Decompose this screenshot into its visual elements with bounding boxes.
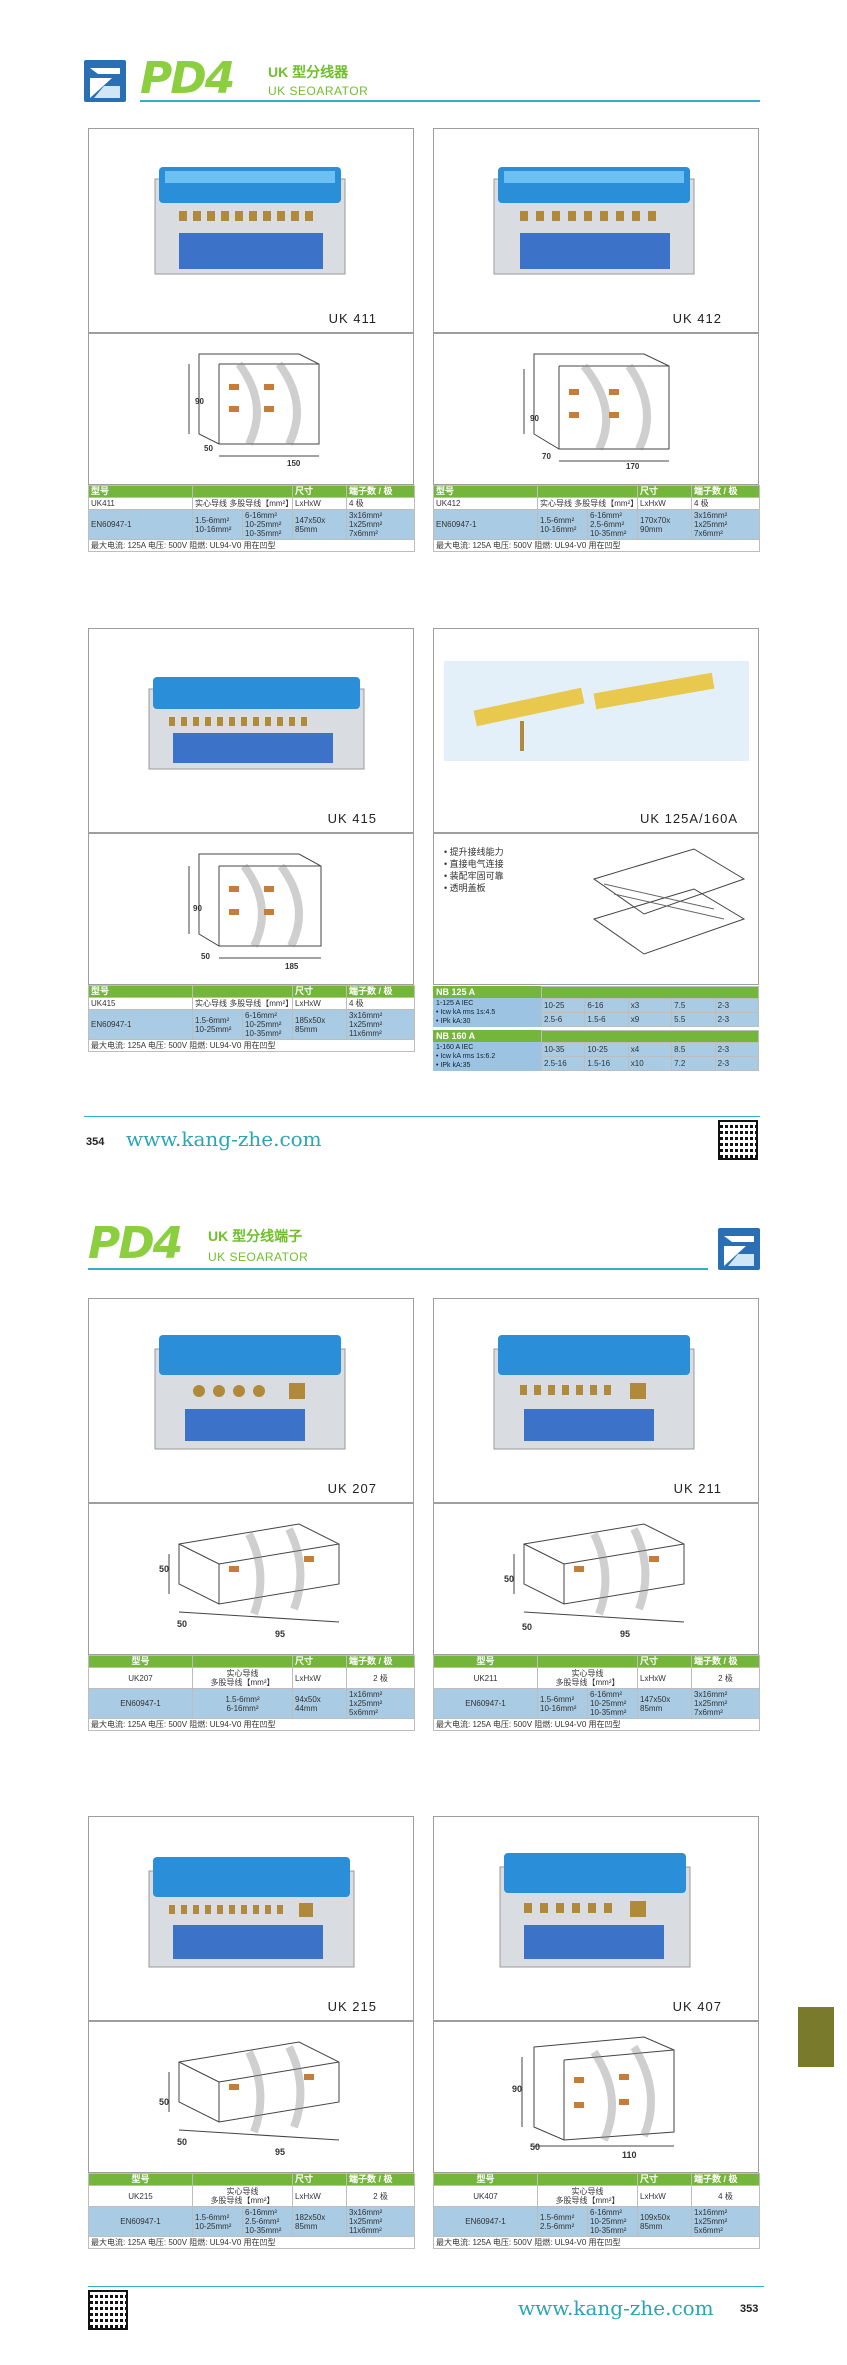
website-link[interactable]: www.kang-zhe.com [126,1127,322,1151]
nb160-title: NB 160 A [433,1030,541,1042]
section-title-cn: UK 型分线端子 [208,1228,303,1244]
th-model: 型号 [88,485,193,498]
dim-height: 50 [159,2097,170,2107]
product-photo-uk411: UK 411 [88,128,414,333]
dimension-drawing-uk407: 90 50 110 [433,2021,759,2173]
product-model: UK 207 [327,1481,377,1496]
dim-height: 50 [159,1564,170,1574]
website-link[interactable]: www.kang-zhe.com [518,2296,714,2320]
assembly-drawing [592,848,746,955]
distribution-block-image [493,167,695,275]
brand-logo [84,60,126,102]
header-divider [140,100,760,102]
feature-drawing-uk125a: • 提升接线能力 • 直接电气连接 • 装配牢固可靠 • 透明盖板 [433,833,759,985]
product-photo-uk407: UK 407 [433,1816,759,2021]
product-model: UK 411 [328,311,377,326]
header-divider [88,1268,708,1270]
dim-width: 95 [620,1629,631,1639]
product-photo-uk412: UK 412 [433,128,759,333]
dim-width: 95 [275,1629,286,1639]
dim-depth: 50 [177,2137,188,2147]
dim-depth: 50 [530,2142,541,2152]
brand-title: PD4 [140,53,235,104]
distribution-block-image [493,1335,695,1450]
section-title-en: UK SEOARATOR [208,1250,309,1264]
dimension-diagram [168,2041,340,2141]
qr-code-icon [88,2290,128,2330]
distribution-block-image [148,1857,355,1968]
dim-width: 185 [285,962,299,971]
feature-item: • 提升接线能力 [444,847,504,857]
dim-depth: 50 [204,444,213,453]
dimension-drawing-uk415: 90 50 185 [88,833,414,985]
product-model: UK 211 [673,1481,722,1496]
feature-item: • 装配牢固可靠 [444,871,504,881]
product-photo-uk415: UK 415 [88,628,414,833]
feature-item: • 透明盖板 [444,883,486,893]
dim-height: 50 [504,1574,515,1584]
th-poles: 端子数 / 极 [346,485,415,498]
dimension-drawing-uk211: 50 50 95 [433,1503,759,1655]
brand-title: PD4 [88,1218,183,1269]
dimension-diagram [521,2036,675,2147]
dim-width: 170 [626,462,640,471]
chapter-side-tab [798,2007,834,2067]
brand-logo [718,1228,760,1270]
distribution-block-image [154,1335,346,1450]
product-photo-uk207: UK 207 [88,1298,414,1503]
page-number: 354 [86,1136,105,1148]
dim-height: 90 [530,414,539,423]
section-title-cn: UK 型分线器 [268,64,349,80]
footer-divider [84,1116,760,1117]
page-number: 353 [740,2303,759,2315]
dimension-diagram [523,353,670,462]
product-model: UK 407 [672,1999,722,2014]
dim-depth: 70 [542,452,551,461]
product-model: UK 215 [327,1999,377,2014]
product-photo-uk211: UK 211 [433,1298,759,1503]
dimension-diagram [513,1523,685,1623]
section-title-en: UK SEOARATOR [268,84,369,98]
distribution-block-image [499,1853,691,1968]
dim-depth: 50 [522,1622,533,1632]
product-photo-uk125a-160a: UK 125A/160A [433,628,759,833]
dimension-diagram [188,853,322,959]
product-model: UK 415 [327,811,377,826]
dimension-diagram [168,1523,340,1623]
qr-code-icon [718,1120,758,1160]
dimension-drawing-uk411: 90 50 150 [88,333,414,485]
product-photo-uk215: UK 215 [88,1816,414,2021]
dim-depth: 50 [177,1619,188,1629]
busbar-image [444,661,749,761]
dimension-drawing-uk215: 50 50 95 [88,2021,414,2173]
dimension-drawing-uk412: 90 70 170 [433,333,759,485]
distribution-block-image [154,167,346,275]
feature-item: • 直接电气连接 [444,859,504,869]
dim-height: 90 [512,2084,523,2094]
product-model: UK 125A/160A [639,811,738,826]
footer-divider [88,2286,764,2287]
th-size: 尺寸 [292,485,347,498]
distribution-block-image [148,677,365,770]
nb125-block: NB 125 A 1-125 A IEC• Icw kA rms 1s:4.5•… [433,986,760,1071]
dim-width: 95 [275,2147,286,2157]
dim-depth: 50 [201,952,210,961]
dim-width: 110 [622,2150,637,2160]
dimension-drawing-uk207: 50 50 95 [88,1503,414,1655]
dim-height: 90 [193,904,202,913]
nb125-title: NB 125 A [433,986,541,998]
dim-height: 90 [195,397,204,406]
dim-width: 150 [287,459,301,468]
dimension-diagram [188,353,320,457]
product-model: UK 412 [672,311,722,326]
